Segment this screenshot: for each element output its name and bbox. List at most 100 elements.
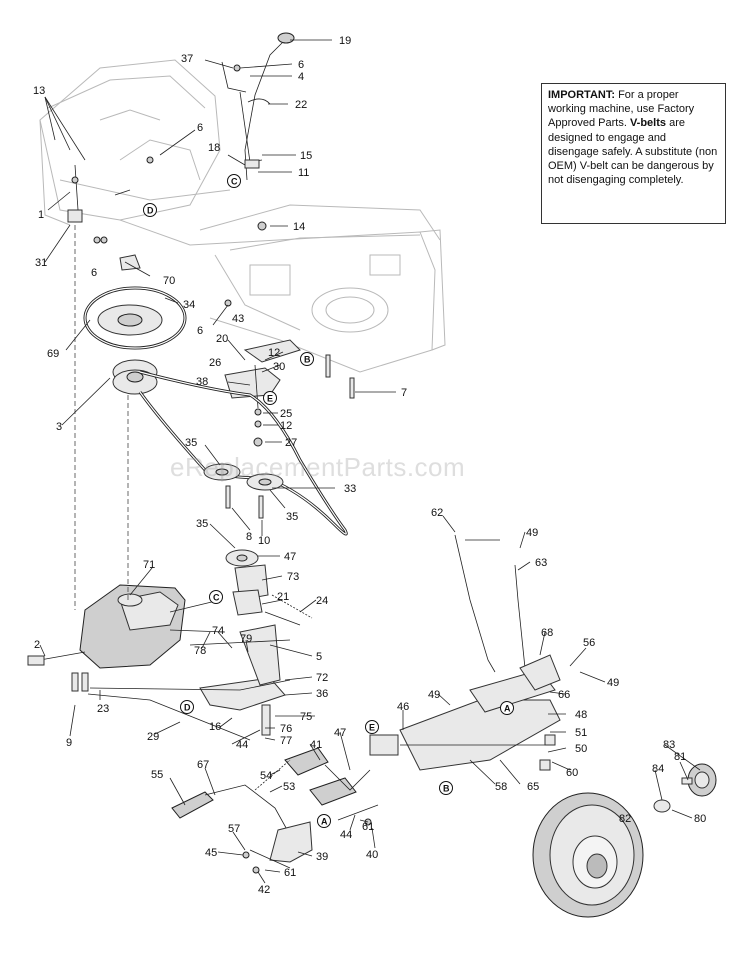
ref-letter-c: C [213, 593, 220, 603]
callout-62: 62 [431, 507, 443, 519]
callout-25: 25 [280, 408, 292, 420]
callout-82: 82 [619, 813, 631, 825]
callout-2: 2 [34, 639, 40, 651]
callout-45: 45 [205, 847, 217, 859]
ref-letter-d: D [184, 703, 191, 713]
ref-letter-e: E [267, 394, 273, 404]
idler-bracket [224, 339, 301, 409]
callout-20: 20 [216, 333, 228, 345]
ref-letter-b: B [304, 355, 311, 365]
callout-6: 6 [197, 325, 203, 337]
callout-48: 48 [575, 709, 587, 721]
callout-47: 47 [284, 551, 296, 563]
callout-12: 12 [268, 347, 280, 359]
callout-51: 51 [575, 727, 587, 739]
callout-74: 74 [212, 625, 224, 637]
callout-61: 61 [362, 821, 374, 833]
callout-24: 24 [316, 595, 328, 607]
callout-37: 37 [181, 53, 193, 65]
callout-13: 13 [33, 85, 45, 97]
callout-72: 72 [316, 672, 328, 684]
note-line1: For a proper working machine, use Factor… [548, 89, 695, 130]
callout-26: 26 [209, 357, 221, 369]
callout-73: 73 [287, 571, 299, 583]
callout-67: 67 [197, 759, 209, 771]
ref-letter-a: A [504, 704, 511, 714]
linkage-bracket [87, 624, 291, 741]
callout-5: 5 [316, 651, 322, 663]
callout-4: 4 [298, 71, 304, 83]
callout-6: 6 [298, 59, 304, 71]
callout-16: 16 [209, 721, 221, 733]
callout-33: 33 [344, 483, 356, 495]
callout-34: 34 [183, 299, 195, 311]
callout-49: 49 [607, 677, 619, 689]
note-line2: are designed to engage and disengage saf… [548, 117, 718, 187]
callout-27: 27 [285, 437, 297, 449]
callout-75: 75 [300, 711, 312, 723]
callout-44: 44 [340, 829, 352, 841]
callout-42: 42 [258, 884, 270, 896]
callout-6: 6 [197, 122, 203, 134]
important-note: IMPORTANT: For a proper working machine,… [541, 83, 726, 224]
callout-35: 35 [196, 518, 208, 530]
reference-letters: C D B E C D E A B A [143, 174, 514, 828]
note-vbelts: V-belts [629, 117, 667, 130]
callout-63: 63 [535, 557, 547, 569]
callout-46: 46 [397, 701, 409, 713]
callout-80: 80 [694, 813, 706, 825]
callout-19: 19 [339, 35, 351, 47]
callout-6: 6 [91, 267, 97, 279]
callout-23: 23 [97, 703, 109, 715]
callout-1: 1 [38, 209, 44, 221]
engine-pulley-belt [83, 254, 187, 395]
callout-55: 55 [151, 769, 163, 781]
callout-9: 9 [66, 737, 72, 749]
callout-66: 66 [558, 689, 570, 701]
callout-77: 77 [280, 735, 292, 747]
callout-40: 40 [366, 849, 378, 861]
callout-35: 35 [286, 511, 298, 523]
callout-21: 21 [277, 591, 289, 603]
ref-letter-d: D [147, 206, 154, 216]
callout-30: 30 [273, 361, 285, 373]
callout-39: 39 [316, 851, 328, 863]
shift-lever-assembly [67, 32, 295, 223]
callout-78: 78 [194, 645, 206, 657]
callout-79: 79 [240, 633, 252, 645]
callout-54: 54 [260, 770, 272, 782]
callout-14: 14 [293, 221, 305, 233]
note-heading: IMPORTANT: [548, 89, 616, 101]
callout-68: 68 [541, 627, 553, 639]
callout-15: 15 [300, 150, 312, 162]
ref-letter-b: B [443, 784, 450, 794]
callout-65: 65 [527, 781, 539, 793]
callout-11: 11 [298, 167, 309, 179]
pedals [284, 747, 379, 826]
wheel [532, 792, 644, 918]
callout-29: 29 [147, 731, 159, 743]
callout-44: 44 [236, 739, 248, 751]
callout-22: 22 [295, 99, 307, 111]
callout-50: 50 [575, 743, 587, 755]
transaxle [27, 584, 226, 692]
callout-38: 38 [196, 376, 208, 388]
ref-letter-e: E [369, 723, 375, 733]
control-rods [454, 534, 531, 673]
tension-pulley [225, 549, 313, 626]
callout-41: 41 [310, 739, 322, 751]
hand-lever [171, 759, 313, 874]
callout-56: 56 [583, 637, 595, 649]
callout-83: 83 [663, 739, 675, 751]
callout-10: 10 [258, 535, 270, 547]
callout-labels: 19 37 6 4 13 22 6 18 15 11 1 14 31 6 70 … [33, 35, 706, 896]
callout-49: 49 [526, 527, 538, 539]
callout-47: 47 [334, 727, 346, 739]
callout-49: 49 [428, 689, 440, 701]
ref-letter-a: A [321, 817, 328, 827]
callout-69: 69 [47, 348, 59, 360]
callout-8: 8 [246, 531, 252, 543]
callout-60: 60 [566, 767, 578, 779]
pedal-bracket [369, 654, 561, 771]
